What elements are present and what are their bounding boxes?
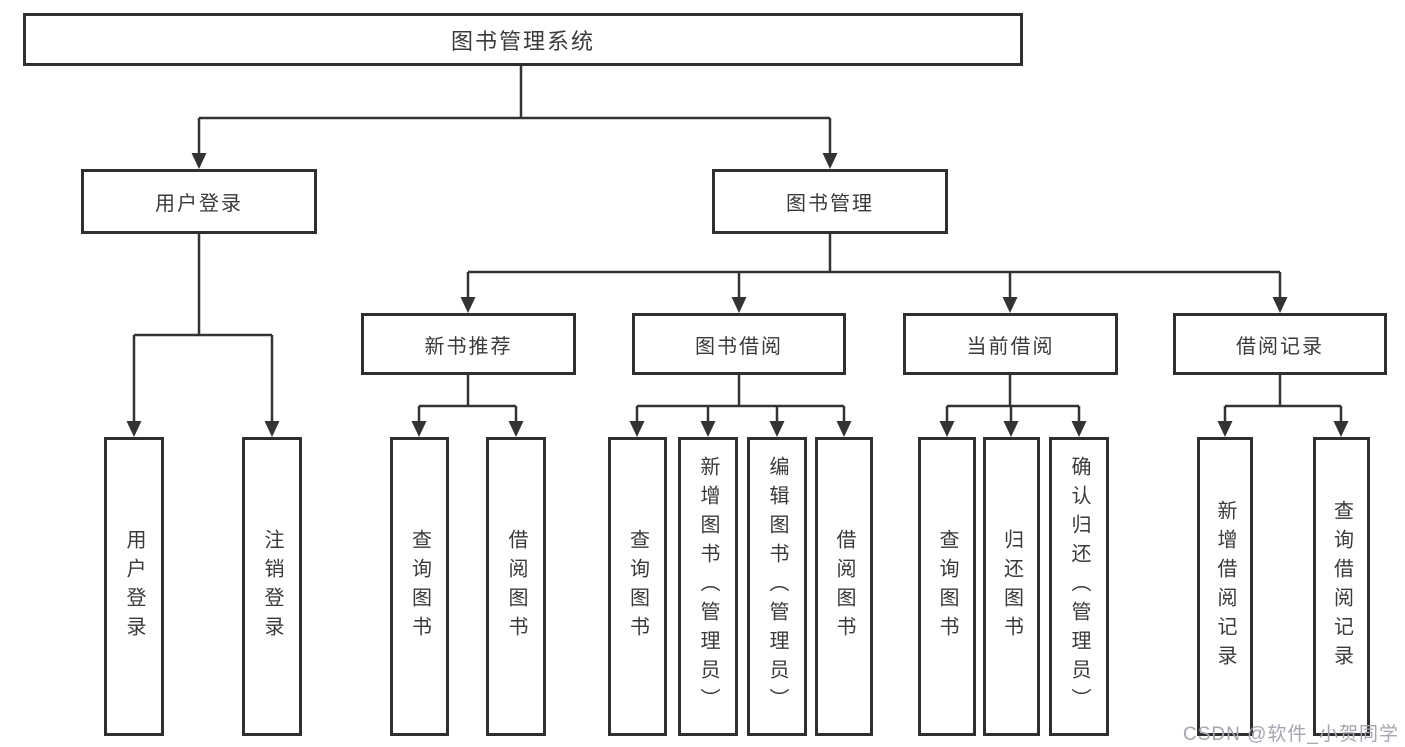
node-book-borrowing: 图书借阅 [632,313,846,375]
leaf-query-books-recommend: 查询图书 [390,437,449,736]
leaf-user-login: 用户登录 [104,437,164,736]
node-user-login: 用户登录 [81,169,317,234]
watermark: CSDN @软件_小贺同学 [1183,724,1399,745]
node-current-borrowing-label: 当前借阅 [966,335,1055,358]
node-book-management: 图书管理 [712,169,948,234]
node-root: 图书管理系统 [23,13,1023,66]
leaf-edit-book-admin: 编辑图书（管理员） [747,437,807,736]
leaf-query-books-current: 查询图书 [918,437,976,736]
node-book-management-label: 图书管理 [786,193,874,215]
node-current-borrowing: 当前借阅 [903,313,1118,375]
leaf-borrow-books-borrowing: 借阅图书 [815,437,873,736]
leaf-query-books-borrowing: 查询图书 [608,437,667,736]
leaf-query-borrow-record: 查询借阅记录 [1313,437,1370,736]
node-new-book-recommend: 新书推荐 [361,313,576,375]
leaf-logout: 注销登录 [242,437,302,736]
leaf-add-book-admin: 新增图书（管理员） [678,437,738,736]
node-root-label: 图书管理系统 [450,28,595,54]
leaf-borrow-books-recommend: 借阅图书 [486,437,546,736]
node-borrowing-records-label: 借阅记录 [1236,335,1324,358]
arrowheads [126,153,1349,437]
node-user-login-label: 用户登录 [155,193,243,215]
node-borrowing-records: 借阅记录 [1173,313,1387,375]
leaf-confirm-return-admin: 确认归还（管理员） [1049,437,1109,736]
node-new-book-recommend-label: 新书推荐 [424,335,513,358]
leaf-add-borrow-record: 新增借阅记录 [1197,437,1253,736]
connector-paths [132,66,1343,424]
node-book-borrowing-label: 图书借阅 [695,335,783,358]
leaf-return-book: 归还图书 [983,437,1040,736]
